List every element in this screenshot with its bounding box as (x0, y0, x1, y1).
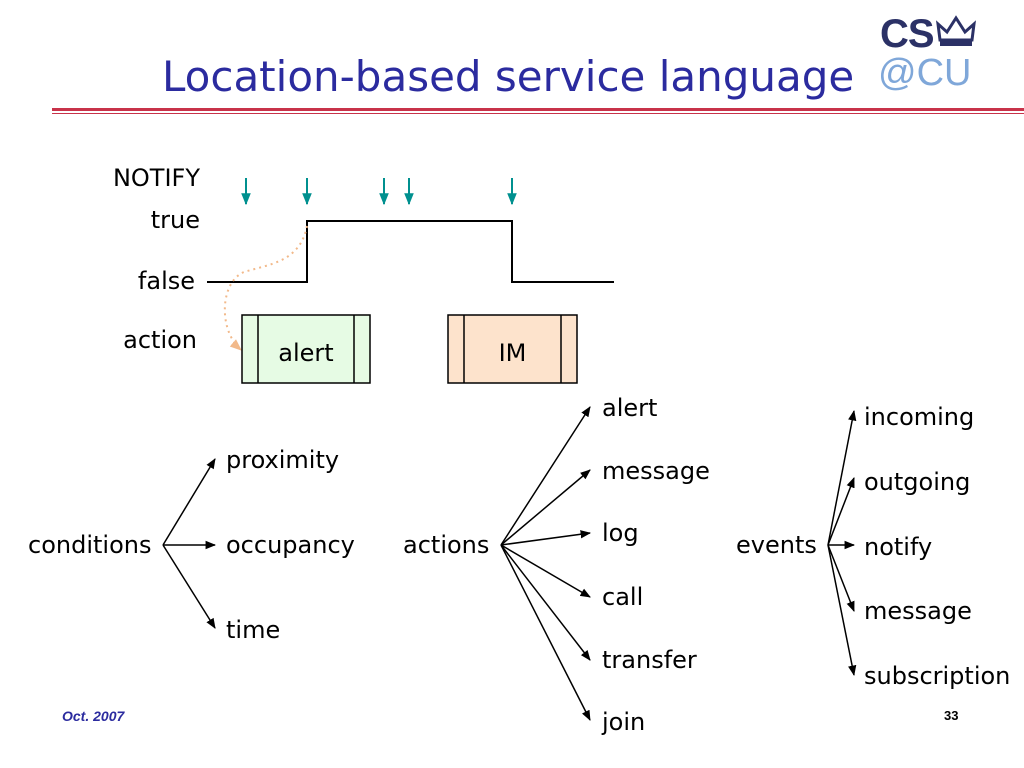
title-rule (52, 108, 1024, 111)
action-transfer: transfer (602, 646, 697, 674)
event-notify: notify (864, 533, 933, 561)
event-outgoing: outgoing (864, 468, 971, 496)
conditions-tree-edges (162, 458, 217, 629)
logo-cu-text: @CU (878, 52, 972, 94)
notify-label: NOTIFY (112, 164, 200, 192)
event-incoming: incoming (864, 403, 975, 431)
condition-proximity: proximity (226, 446, 340, 474)
action-box-alert (241, 314, 371, 384)
logo-cs-text: CS (880, 12, 935, 56)
conditions-root: conditions (28, 531, 152, 559)
action-box-alert-label: alert (278, 339, 334, 367)
event-subscription: subscription (864, 662, 1011, 690)
condition-time: time (226, 616, 281, 644)
action-alert: alert (602, 394, 658, 422)
events-tree-edges (827, 409, 857, 677)
actions-tree-edges (500, 406, 592, 721)
crown-icon (936, 15, 976, 46)
footer-date: Oct. 2007 (62, 708, 125, 724)
actions-root: actions (403, 531, 490, 559)
slide-title: Location-based service language (162, 52, 855, 101)
events-root: events (736, 531, 817, 559)
false-label: false (137, 267, 195, 295)
action-label: action (123, 326, 197, 354)
page-number: 33 (944, 708, 959, 723)
true-label: true (150, 206, 200, 234)
action-call: call (602, 583, 644, 611)
signal-waveform (207, 220, 614, 283)
event-message: message (864, 597, 972, 625)
title-rule-thin (52, 113, 1024, 114)
action-join: join (602, 708, 646, 736)
action-box-im (447, 314, 578, 384)
action-message: message (602, 457, 710, 485)
notify-arrows (241, 178, 517, 206)
condition-occupancy: occupancy (226, 531, 355, 559)
action-log: log (602, 519, 639, 547)
action-box-im-label: IM (498, 339, 527, 367)
